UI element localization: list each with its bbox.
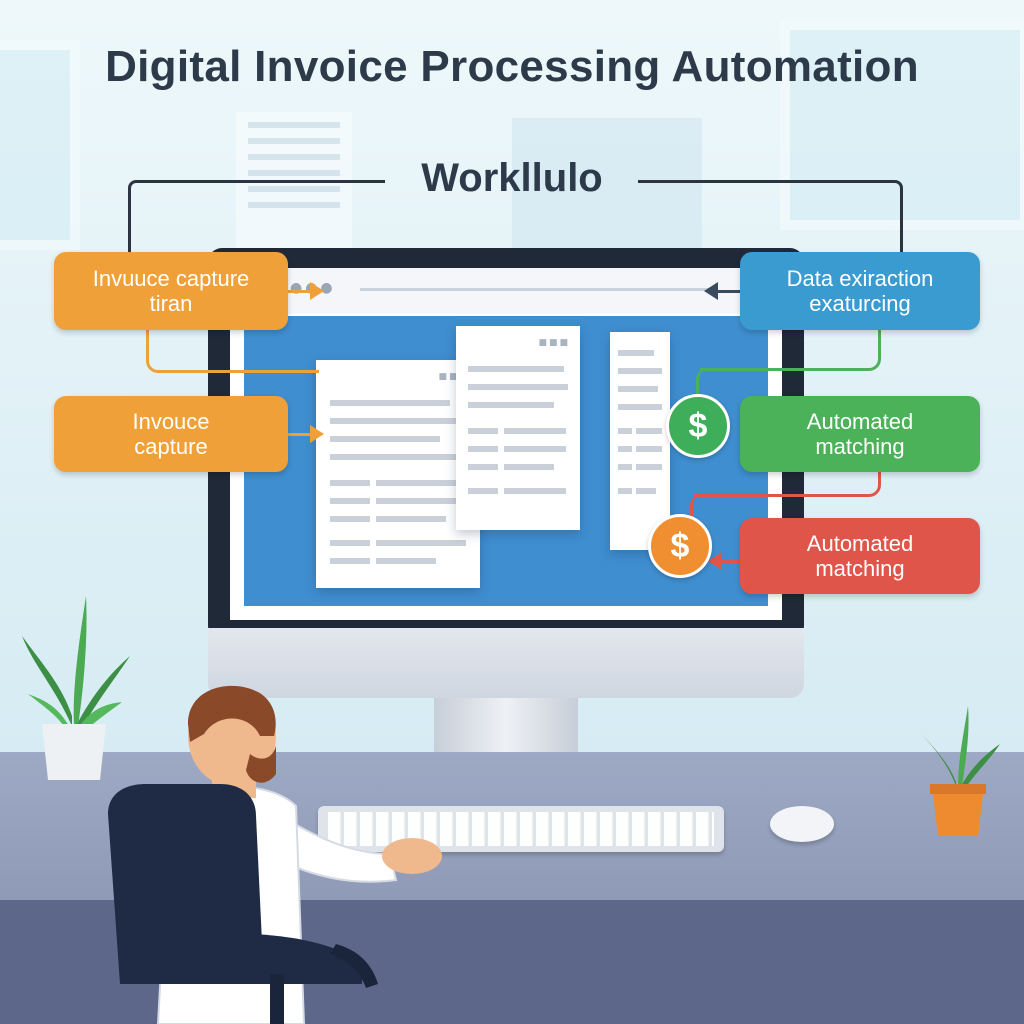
doc-header-icon: ■■■	[438, 372, 470, 382]
step-label-line1: Data exiraction	[786, 266, 934, 291]
invoice-document-icon: ■■■	[316, 360, 480, 588]
dollar-icon: $	[648, 514, 712, 578]
connector-line	[288, 290, 312, 293]
connector-line	[696, 368, 709, 400]
arrow-right-icon	[310, 425, 324, 443]
arrow-left-icon	[708, 552, 722, 570]
invoice-document-icon: ■■■	[456, 326, 580, 530]
workflow-bracket-right	[638, 180, 903, 253]
step-label-line2: matching	[815, 556, 905, 581]
step-label-line2: exaturcing	[809, 291, 911, 316]
arrow-left-icon	[704, 282, 718, 300]
plant-icon	[22, 596, 130, 780]
step-label-line1: Invouce	[132, 409, 210, 434]
step-label-line1: Automated	[806, 409, 914, 434]
mouse-icon	[770, 806, 834, 842]
dollar-icon: $	[666, 394, 730, 458]
background-window-left	[0, 40, 80, 250]
background-panel	[512, 118, 702, 248]
step-label-line2: capture	[134, 434, 208, 459]
connector-line	[690, 494, 703, 518]
monitor-chin	[208, 628, 804, 698]
step-label-line2: matching	[815, 434, 905, 459]
connector-line	[146, 330, 319, 373]
workflow-title: Workllulo	[421, 156, 603, 200]
step-label-line1: Invuuce capture	[92, 266, 250, 291]
plant-icon	[918, 706, 1000, 836]
doc-header-icon: ■■■	[538, 338, 570, 348]
connector-line	[718, 290, 740, 293]
page-title: Digital Invoice Processing Automation	[105, 42, 919, 91]
step-label-line1: Automated	[806, 531, 914, 556]
connector-line	[288, 433, 312, 436]
browser-address-bar	[360, 288, 710, 291]
connector-line	[722, 560, 740, 563]
monitor-stand	[434, 698, 578, 758]
connector-line	[694, 470, 881, 497]
connector-line	[700, 328, 881, 371]
person-icon	[108, 685, 442, 1024]
keyboard-icon	[318, 806, 724, 852]
workflow-bracket-left	[128, 180, 385, 253]
arrow-right-icon	[310, 282, 324, 300]
invoice-document-icon	[610, 332, 670, 550]
step-label-line2: tiran	[149, 291, 193, 316]
